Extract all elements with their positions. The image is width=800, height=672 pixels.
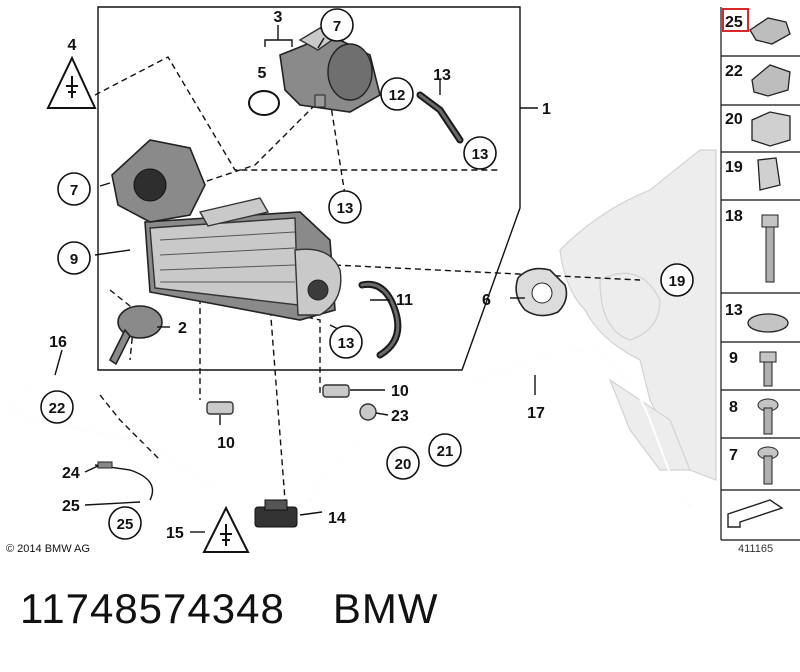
dashed-leader-13b — [329, 99, 346, 196]
warning-triangle-icon — [46, 55, 97, 109]
clip-icon — [751, 111, 791, 147]
leader-3 — [264, 39, 293, 47]
svg-text:25: 25 — [117, 516, 134, 533]
label-16: 16 — [49, 334, 67, 351]
dashed-leader-22 — [99, 394, 161, 461]
dashed-leader-10b — [179, 289, 321, 395]
vacuum-line-24 — [94, 464, 154, 501]
callout-25: 25 — [108, 506, 142, 540]
sidebar-label-18: 18 — [725, 208, 743, 225]
svg-text:13: 13 — [337, 200, 354, 217]
bushing-10a — [206, 401, 234, 415]
egr-valve-flange — [111, 139, 206, 223]
intake-manifold-ghost — [559, 149, 717, 481]
label-15: 15 — [166, 525, 184, 542]
dashed-leader-7 — [149, 94, 326, 201]
callout-8: 7 — [320, 8, 354, 42]
egr-actuator — [279, 27, 381, 113]
label-24: 25 — [62, 498, 80, 515]
sidebar-label-25: 25 — [725, 14, 743, 31]
sidebar-label-9: 9 — [729, 350, 738, 367]
bushing-10b — [322, 384, 350, 398]
o-ring — [248, 90, 280, 116]
label-21: 23 — [391, 408, 409, 425]
clip-icon — [749, 17, 791, 45]
svg-text:9: 9 — [70, 251, 78, 268]
label-23: 24 — [62, 465, 80, 482]
sidebar-label-7: 7 — [729, 447, 738, 464]
vacuum-unit — [108, 305, 163, 366]
dashed-leader-10a — [174, 284, 201, 400]
gasket — [515, 267, 568, 317]
bolt-icon — [759, 351, 777, 387]
arrow-icon — [727, 499, 784, 528]
label-14: 14 — [328, 510, 346, 527]
sidebar-label-8: 8 — [729, 399, 738, 416]
svg-text:20: 20 — [395, 456, 412, 473]
callout-19: 20 — [386, 446, 420, 480]
sidebar-label-19: 19 — [725, 159, 743, 176]
parts-diagram: 7 12 13 13 13 7 9 19 22 25 21 20 3 5 4 1… — [8, 6, 800, 553]
bolt-icon — [757, 398, 779, 435]
callout-20: 21 — [428, 433, 462, 467]
callout-13: 13 — [329, 325, 363, 359]
label-3: 3 — [274, 9, 283, 26]
egr-cooler — [144, 197, 342, 321]
label-6: 6 — [482, 292, 491, 309]
sidebar-label-22: 22 — [725, 63, 743, 80]
callout-13: 13 — [463, 136, 497, 170]
clip-icon — [751, 64, 791, 97]
sidebar-label-13: 13 — [725, 302, 743, 319]
callout-18: 19 — [660, 263, 694, 297]
plug-21 — [359, 403, 377, 421]
label-17: 17 — [527, 405, 545, 422]
clip-icon — [757, 157, 781, 191]
assembly-frame — [97, 6, 521, 371]
svg-text:22: 22 — [49, 400, 66, 417]
label-5: 5 — [258, 65, 267, 82]
svg-text:13: 13 — [338, 335, 355, 352]
warning-triangle-icon — [202, 505, 250, 553]
svg-text:7: 7 — [333, 18, 341, 35]
label-11: 11 — [396, 292, 413, 309]
label-4: 4 — [68, 37, 77, 54]
label-10: 10 — [391, 383, 409, 400]
callout-13: 13 — [328, 190, 362, 224]
copyright: © 2014 BMW AG — [6, 543, 90, 555]
solenoid-valve — [254, 499, 298, 528]
brand-label: BMW — [332, 585, 439, 632]
hose-clamp-icon — [747, 313, 789, 333]
footer-caption: 11748574348 BMW — [20, 585, 438, 633]
screw-icon — [761, 214, 779, 283]
label-12: 13 — [433, 67, 451, 84]
bolt-icon — [757, 446, 779, 485]
svg-text:21: 21 — [437, 443, 454, 460]
dashed-leader-4 — [94, 56, 500, 171]
svg-text:19: 19 — [669, 273, 686, 290]
label-10: 10 — [217, 435, 235, 452]
svg-text:12: 12 — [389, 87, 406, 104]
callout-22: 22 — [40, 390, 74, 424]
highlight-box — [722, 8, 749, 32]
small-parts-sidebar: 25 22 20 19 18 13 9 8 7 — [720, 7, 800, 541]
part-number: 11748574348 — [20, 585, 285, 632]
dashed-leader-18 — [334, 264, 641, 281]
label-1: 1 — [542, 101, 551, 118]
svg-text:7: 7 — [70, 182, 78, 199]
callout-7: 7 — [57, 172, 91, 206]
diagram-id: 411165 — [738, 543, 774, 555]
sidebar-label-20: 20 — [725, 111, 743, 128]
callout-9: 9 — [57, 241, 91, 275]
callout-13: 12 — [380, 77, 414, 111]
label-2: 2 — [178, 320, 187, 337]
svg-text:13: 13 — [472, 146, 489, 163]
